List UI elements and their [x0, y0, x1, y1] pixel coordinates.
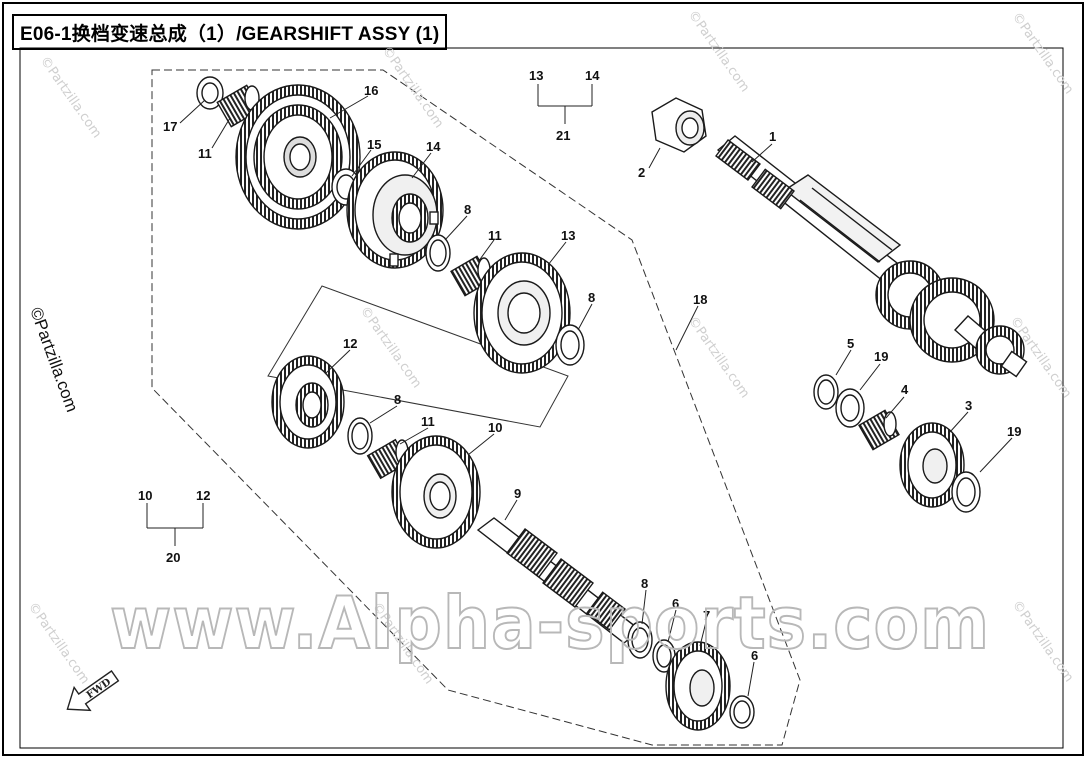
callout-8d: 8 [641, 576, 648, 591]
gear-16 [235, 84, 361, 230]
circlip-5 [813, 374, 839, 410]
small-watermark-3: ©Partzilla.com [685, 8, 752, 95]
callout-15: 15 [367, 137, 381, 152]
callout-2: 2 [638, 165, 645, 180]
callout-5: 5 [847, 336, 854, 351]
gear-10 [391, 435, 481, 549]
callout-18: 18 [693, 292, 707, 307]
washer-19b [951, 471, 981, 513]
callout-9: 9 [514, 486, 521, 501]
subassembly-box [267, 285, 569, 428]
callout-6b: 6 [751, 648, 758, 663]
assembly-18-outline [151, 69, 801, 746]
gear-7 [665, 641, 731, 731]
gear-12 [271, 355, 345, 449]
small-watermark-1: ©Partzilla.com [379, 44, 446, 131]
assembly-20-right: 12 [196, 488, 210, 503]
main-shaft-gears [875, 260, 1028, 378]
callout-12: 12 [343, 336, 357, 351]
washer-19a [835, 388, 865, 428]
gear-14 [346, 151, 444, 269]
side-mark: ©Partzilla.com [26, 305, 81, 415]
leader-lines [146, 84, 1013, 697]
callout-19b: 19 [1007, 424, 1021, 439]
callout-19a: 19 [874, 349, 888, 364]
callout-1: 1 [769, 129, 776, 144]
callout-13: 13 [561, 228, 575, 243]
washer-8c [347, 417, 373, 455]
callout-14: 14 [426, 139, 441, 154]
small-watermark-10: ©Partzilla.com [1009, 598, 1076, 685]
callout-8b: 8 [588, 290, 595, 305]
assembly-21-left: 13 [529, 68, 543, 83]
diagram-title: E06-1换档变速总成（1）/GEARSHIFT ASSY (1) [12, 14, 448, 50]
assembly-21-right: 14 [585, 68, 600, 83]
callout-11a: 11 [198, 146, 212, 161]
circlip-6b [729, 695, 755, 729]
gear-3 [899, 422, 965, 508]
callout-16: 16 [364, 83, 378, 98]
washer-8a [425, 234, 451, 272]
nut [651, 97, 707, 153]
callout-6a: 6 [672, 596, 679, 611]
callout-3: 3 [965, 398, 972, 413]
callout-11b: 11 [488, 228, 502, 243]
assembly-20-label: 20 [166, 550, 180, 565]
callout-11c: 11 [421, 414, 435, 429]
callout-8a: 8 [464, 202, 471, 217]
callout-17: 17 [163, 119, 177, 134]
callout-8c: 8 [394, 392, 401, 407]
bearing-4 [858, 409, 900, 451]
small-watermark-5: ©Partzilla.com [357, 304, 424, 391]
small-watermark-8: ©Partzilla.com [25, 600, 92, 687]
callout-4: 4 [901, 382, 909, 397]
small-watermark-2: ©Partzilla.com [37, 54, 104, 141]
washer-8d [627, 621, 653, 659]
small-watermark-4: ©Partzilla.com [1009, 10, 1076, 97]
inner-frame [19, 47, 1064, 749]
callout-10: 10 [488, 420, 502, 435]
site-watermark: www.Alpha-sports.com [110, 581, 990, 665]
assembly-20-left: 10 [138, 488, 152, 503]
main-shaft [715, 135, 908, 286]
gear-13 [473, 252, 571, 374]
assembly-21-label: 21 [556, 128, 570, 143]
small-watermark-6: ©Partzilla.com [685, 314, 752, 401]
callout-7: 7 [703, 608, 710, 623]
fwd-arrow-icon: FWD [66, 670, 120, 712]
washer-8b [555, 324, 585, 366]
